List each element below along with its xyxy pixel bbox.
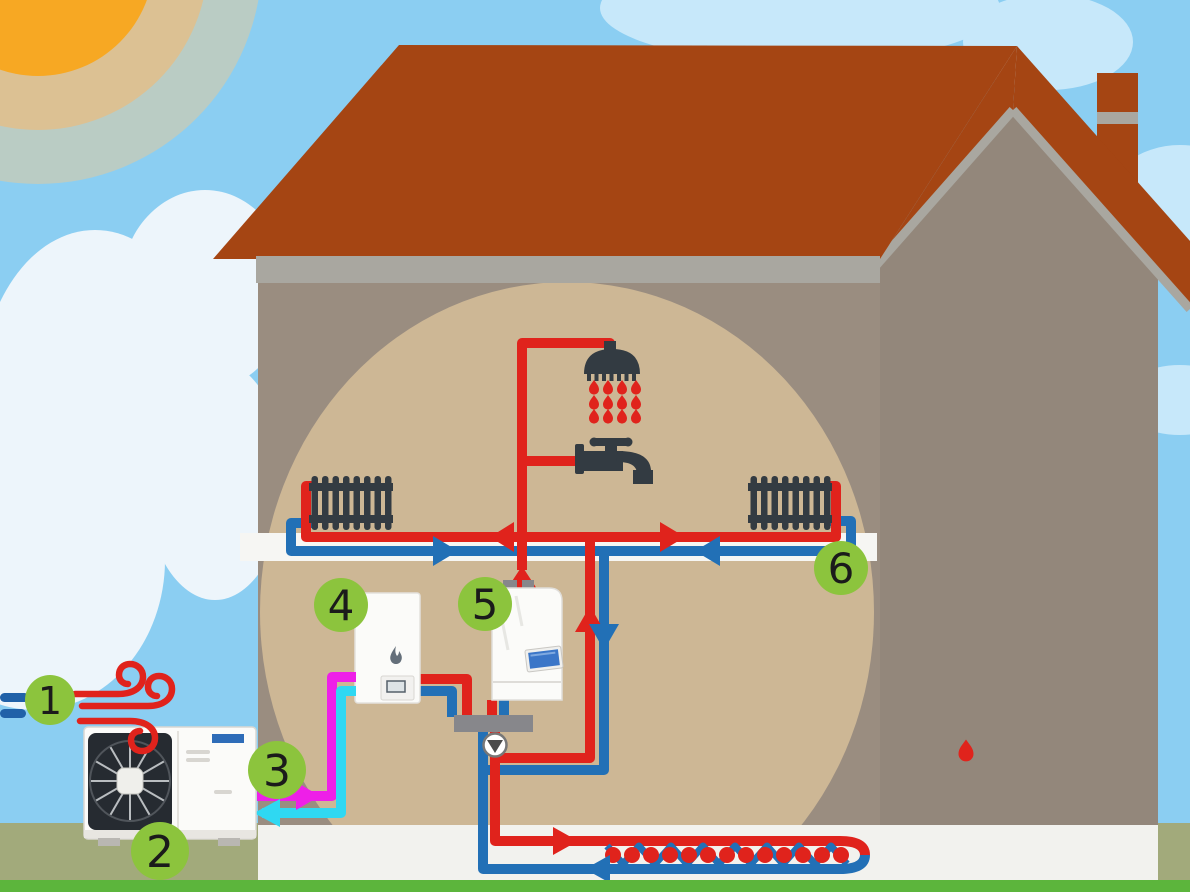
marker-label: 1 [38,679,62,723]
air-intake-line [0,709,26,718]
flow-arrows [433,522,720,883]
flow-arrow-icon [660,522,685,552]
flow-arrow-icon [490,522,514,552]
interior-cutaway [260,283,874,880]
marker-5: 5 [458,577,512,631]
coil-dots [605,847,849,863]
hydro-unit-fitting [503,580,517,589]
gable-wall [872,113,1158,825]
eave-strip [256,256,880,283]
boiler-return-pipe [420,686,457,717]
heat-pump-outdoor-unit [83,726,257,846]
refrigerant-hot-pipe [257,672,356,801]
gas-boiler-unit [354,592,421,704]
marker-circle [314,578,368,632]
radiator-left-icon [309,476,393,530]
sun-icon [0,0,259,184]
air-intake [0,660,176,755]
unit-foot [218,838,240,846]
marker-label: 5 [472,580,499,629]
vent-slot [186,758,210,762]
marker-2: 2 [131,822,189,880]
ground-strip [0,880,1190,892]
marker-circle [248,741,306,799]
refrigerant-pipes [254,672,356,827]
marker-3: 3 [248,741,306,799]
marker-1: 1 [25,675,75,725]
marker-label: 6 [828,544,855,593]
vent-slot [186,750,210,754]
cloud-icon [0,190,290,710]
flow-arrow-icon [296,782,320,810]
wind-swirl-icon [71,660,176,755]
grass-right [1158,823,1190,880]
fan-icon [89,740,171,822]
gable-roof [1013,46,1190,309]
hydro-unit-display [524,645,564,673]
radiator-right-icon [748,476,832,530]
flow-arrow-icon [254,799,280,827]
flow-arrow-icon [585,855,610,883]
flow-arrow-icon [695,536,720,566]
underfloor-heating-icon [604,842,850,868]
hot-supply-main-pipe [301,481,841,542]
underfloor-return-pipe [478,731,870,874]
circulation-pump-icon [482,732,508,758]
boiler-display [386,680,406,693]
unit-foot [98,838,120,846]
air-intake-line [0,693,29,702]
brand-label [212,734,244,743]
house [0,45,1190,880]
marker-6: 6 [814,541,868,595]
refrigerant-cold-pipe [262,686,356,818]
underfloor-supply-pipe [490,731,870,856]
gable-trim-left [868,107,1017,273]
flow-arrow-icon [433,536,458,566]
marker-circle [458,577,512,631]
marker-circle [814,541,868,595]
manifold [454,715,533,732]
marker-label: 4 [328,581,355,630]
main-roof [213,45,1017,259]
shower-head-icon [584,341,640,381]
gable-trim-right [1009,107,1190,312]
hydro-unit [491,580,564,701]
marker-label: 2 [146,827,174,878]
marker-circle [131,822,189,880]
flame-icon [390,646,402,664]
marker-label: 3 [263,746,291,797]
cold-return-main-pipe [286,516,856,556]
marker-circle [25,675,75,725]
marker-4: 4 [314,578,368,632]
faucet-icon [575,437,974,762]
hydro-unit-fitting [522,580,534,589]
boiler-flow-pipe [420,674,472,717]
flow-arrow-icon [553,827,578,855]
sun-core [0,0,147,76]
flow-arrow-icon [589,624,619,650]
fan-hub [116,767,144,795]
chimney-trim-band [1097,112,1138,124]
vent-slot [214,790,232,794]
